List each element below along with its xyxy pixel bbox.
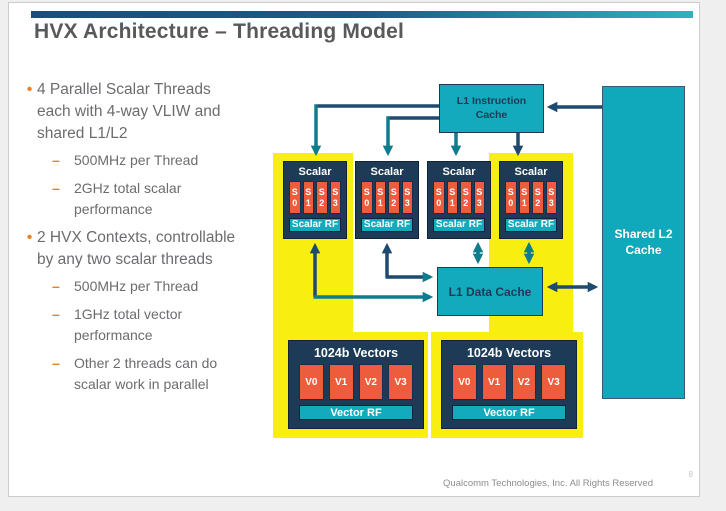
title-accent-bar — [31, 11, 693, 18]
bullet-marker: • — [26, 81, 33, 98]
sub-bullet-item: – 500MHz per Thread — [52, 150, 278, 171]
sub-bullet-text: 1GHz total vector performance — [74, 306, 183, 343]
vector-unit-2: 1024b Vectors V0 V1 V2 V3 Vector RF — [441, 340, 577, 429]
arrow-icache-to-scalar2 — [382, 116, 439, 157]
vector-unit-1: 1024b Vectors V0 V1 V2 V3 Vector RF — [288, 340, 424, 429]
sub-bullet-text: 500MHz per Thread — [74, 152, 199, 168]
shared-l2-cache-label: Shared L2 Cache — [614, 226, 673, 257]
scalar-unit-label: Scalar — [514, 166, 548, 178]
l1-data-cache-box: L1 Data Cache — [437, 267, 543, 316]
sub-bullet-dash: – — [52, 355, 60, 371]
sub-bullet-text: 2GHz total scalar performance — [74, 180, 182, 217]
sub-bullet-group: – 500MHz per Thread – 1GHz total vector … — [52, 276, 278, 395]
bullet-list: • 4 Parallel Scalar Threads each with 4-… — [22, 79, 278, 402]
shared-l2-cache-box: Shared L2 Cache — [602, 86, 685, 399]
bullet-marker: • — [26, 229, 33, 246]
bullet-text: 4 Parallel Scalar Threads each with 4-wa… — [37, 81, 221, 142]
sub-bullet-group: – 500MHz per Thread – 2GHz total scalar … — [52, 150, 278, 220]
sub-bullet-item: – 2GHz total scalar performance — [52, 178, 278, 220]
sub-bullet-item: – 1GHz total vector performance — [52, 304, 278, 346]
vector-register: V2 — [358, 364, 384, 400]
vector-register: V1 — [481, 364, 507, 400]
slide-title: HVX Architecture – Threading Model — [34, 20, 405, 43]
page-number: 8 — [688, 470, 693, 479]
arrow-scalar2-to-dcache — [381, 242, 434, 283]
bullet-item: • 2 HVX Contexts, controllable by any tw… — [22, 227, 278, 271]
vector-register: V3 — [388, 364, 413, 400]
sub-bullet-text: 500MHz per Thread — [74, 278, 199, 294]
scalar-rf-bar: Scalar RF — [361, 218, 413, 232]
sub-bullet-dash: – — [52, 278, 60, 294]
vector-unit-label: 1024b Vectors — [466, 346, 552, 360]
vector-registers: V0 V1 V2 V3 — [299, 364, 413, 400]
sub-bullet-text: Other 2 threads can do scalar work in pa… — [74, 355, 218, 392]
vector-rf-bar: Vector RF — [299, 405, 413, 420]
scalar-rf-bar: Scalar RF — [289, 218, 341, 232]
sub-bullet-dash: – — [52, 180, 60, 196]
vector-register: V1 — [328, 364, 354, 400]
l1-data-cache-label: L1 Data Cache — [448, 284, 532, 299]
sub-bullet-dash: – — [52, 306, 60, 322]
slide: HVX Architecture – Threading Model • 4 P… — [8, 2, 700, 497]
vector-rf-bar: Vector RF — [452, 405, 566, 420]
vector-unit-label: 1024b Vectors — [313, 346, 399, 360]
sub-bullet-dash: – — [52, 152, 60, 168]
vector-register: V0 — [299, 364, 324, 400]
bullet-item: • 4 Parallel Scalar Threads each with 4-… — [22, 79, 278, 145]
vector-registers: V0 V1 V2 V3 — [452, 364, 566, 400]
sub-bullet-item: – Other 2 threads can do scalar work in … — [52, 353, 278, 395]
scalar-unit-label: Scalar — [370, 166, 404, 178]
arrow-icache-to-scalar1 — [310, 104, 439, 157]
l1-instruction-cache-label: L1 Instruction Cache — [456, 94, 527, 121]
vector-register: V0 — [452, 364, 477, 400]
vector-register: V2 — [511, 364, 537, 400]
bullet-text: 2 HVX Contexts, controllable by any two … — [37, 229, 236, 268]
scalar-rf-bar: Scalar RF — [505, 218, 557, 232]
scalar-unit-label: Scalar — [298, 166, 332, 178]
l1-instruction-cache-box: L1 Instruction Cache — [439, 84, 544, 133]
vector-register: V3 — [541, 364, 566, 400]
copyright-footer: Qualcomm Technologies, Inc. All Rights R… — [443, 478, 653, 489]
sub-bullet-item: – 500MHz per Thread — [52, 276, 278, 297]
scalar-rf-bar: Scalar RF — [433, 218, 485, 232]
scalar-unit-label: Scalar — [442, 166, 476, 178]
